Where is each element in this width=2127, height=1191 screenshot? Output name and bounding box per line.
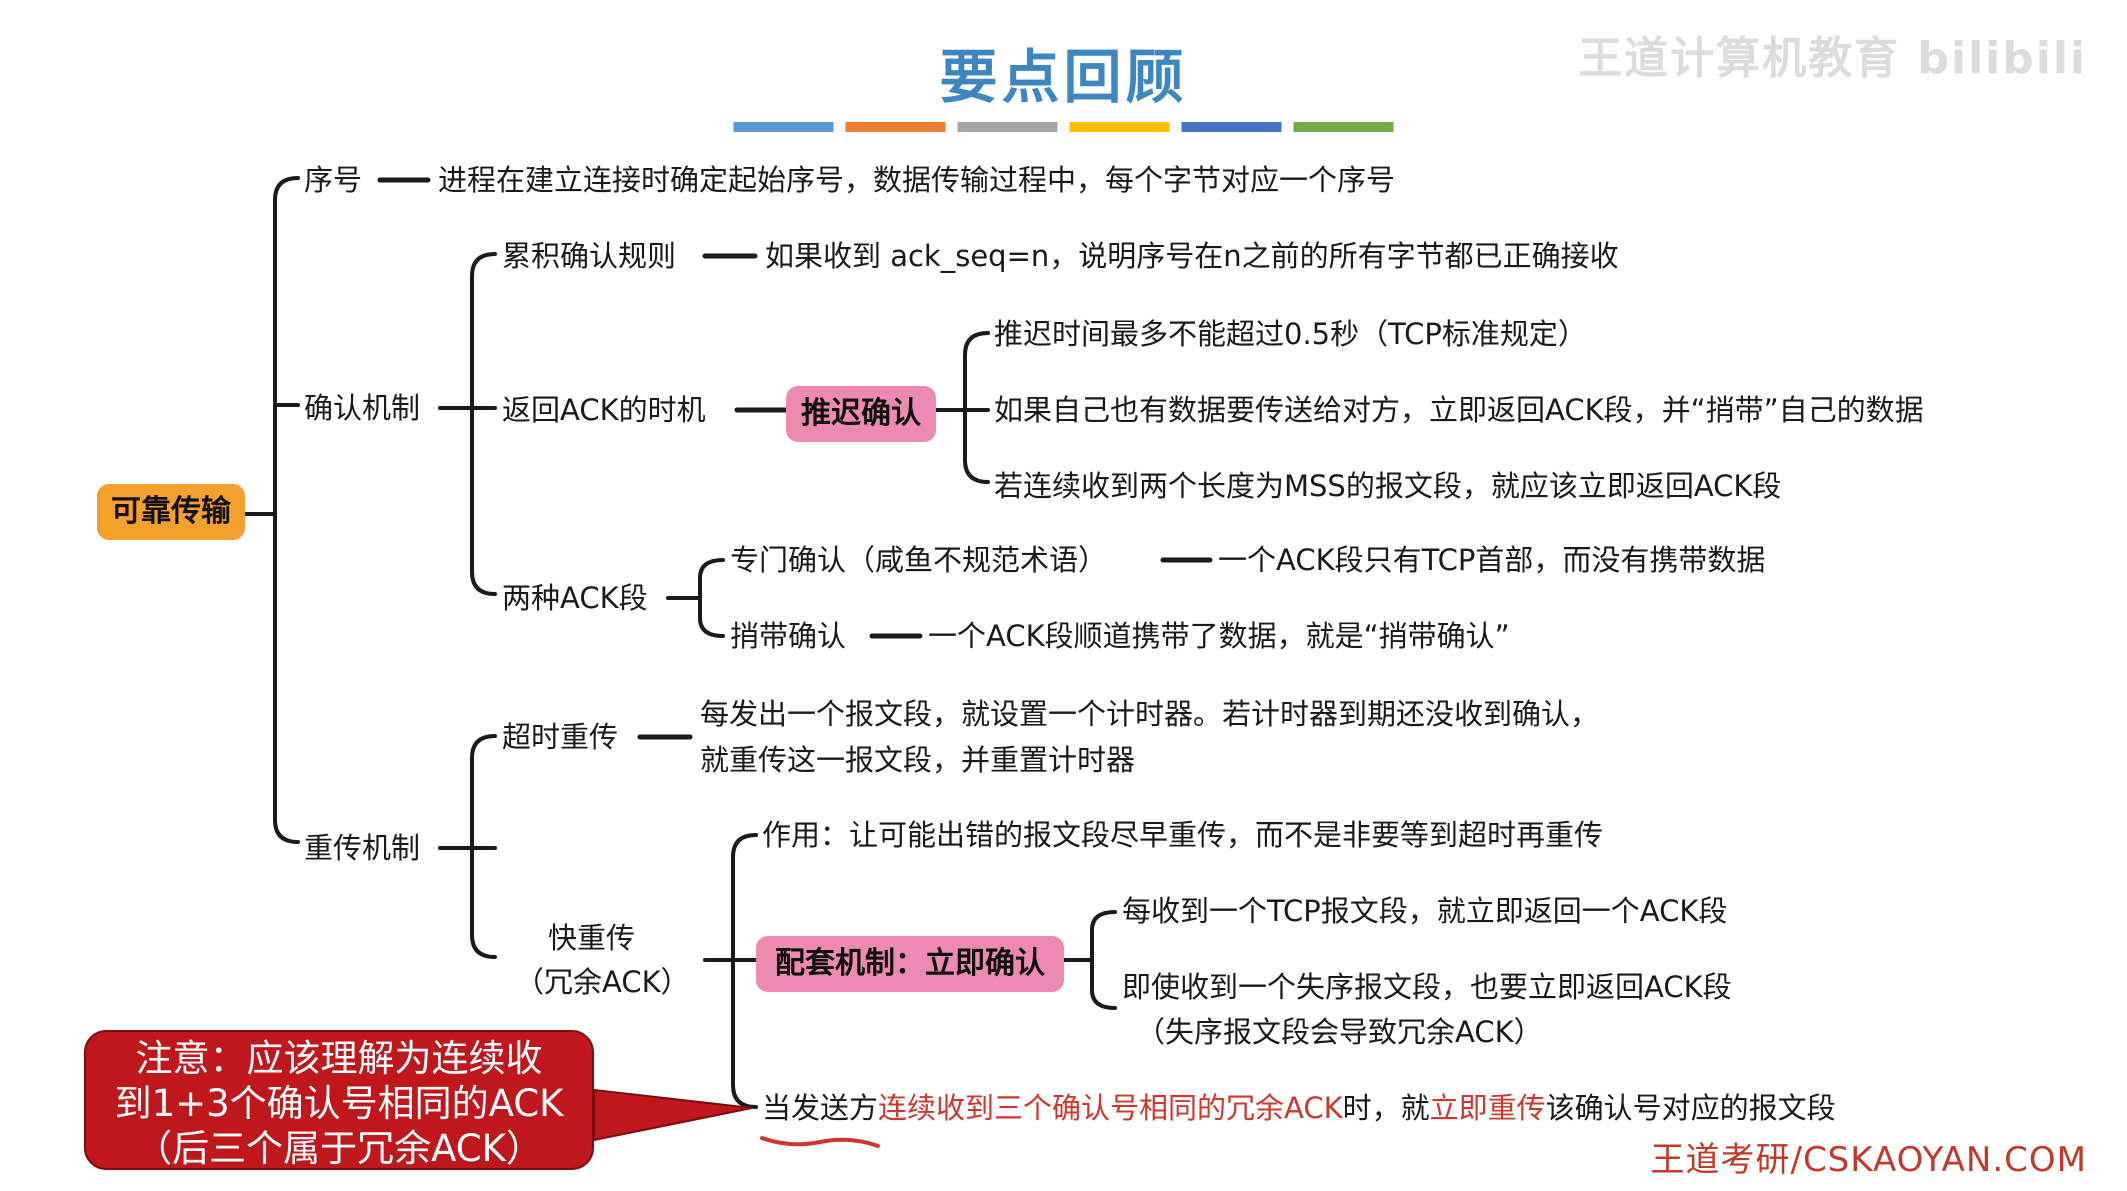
note-line-1: 注意：应该理解为连续收 <box>135 1037 543 1080</box>
page-title: 要点回顾 <box>939 43 1188 111</box>
node-fast-retrans-sub: （冗余ACK） <box>515 965 690 999</box>
node-fast-retrans: 快重传 <box>548 921 636 955</box>
node-piggyback-ack: 捎带确认 <box>730 619 847 653</box>
trigger-part-3: 时，就 <box>1342 1091 1430 1125</box>
node-fast-trigger: 当发送方连续收到三个确认号相同的冗余ACK时，就立即重传该确认号对应的报文段 <box>762 1090 1836 1126</box>
node-root: 可靠传输 <box>97 484 245 540</box>
note-callout: 注意：应该理解为连续收 到1+3个确认号相同的ACK （后三个属于冗余ACK） <box>84 1030 594 1170</box>
node-immediate-rule-2: 即使收到一个失序报文段，也要立即返回ACK段 <box>1122 970 1732 1004</box>
title-color-bars <box>733 122 1394 132</box>
trigger-part-2: 连续收到三个确认号相同的冗余ACK <box>878 1091 1343 1125</box>
title-color-bar-3 <box>957 122 1058 132</box>
node-immediate-rule-1: 每收到一个TCP报文段，就立即返回一个ACK段 <box>1122 894 1728 928</box>
node-seq: 序号 <box>304 163 363 197</box>
node-timeout-desc-2: 就重传这一报文段，并重置计时器 <box>700 743 1136 777</box>
node-ack: 确认机制 <box>304 391 421 425</box>
node-immediate-rule-2-note: （失序报文段会导致冗余ACK） <box>1136 1015 1543 1049</box>
handwritten-underline <box>760 1136 880 1148</box>
node-delay-rule-1: 推迟时间最多不能超过0.5秒（TCP标准规定） <box>994 317 1587 351</box>
trigger-part-4: 立即重传 <box>1429 1091 1546 1125</box>
note-line-2: 到1+3个确认号相同的ACK <box>114 1082 564 1125</box>
node-delay-rule-2: 如果自己也有数据要传送给对方，立即返回ACK段，并“捎带”自己的数据 <box>994 393 1924 427</box>
node-timeout-desc-1: 每发出一个报文段，就设置一个计时器。若计时器到期还没收到确认， <box>700 697 1600 731</box>
node-delayed-ack: 推迟确认 <box>786 386 936 442</box>
node-immediate-ack: 配套机制：立即确认 <box>756 936 1064 992</box>
footer-brand: 王道考研/CSKAOYAN.COM <box>1650 1140 2087 1180</box>
node-piggyback-desc: 一个ACK段顺道携带了数据，就是“捎带确认” <box>928 619 1510 653</box>
callout-pointer <box>593 1088 753 1142</box>
trigger-part-5: 该确认号对应的报文段 <box>1545 1091 1836 1125</box>
node-fast-purpose: 作用：让可能出错的报文段尽早重传，而不是非要等到超时再重传 <box>762 818 1604 852</box>
node-retrans: 重传机制 <box>304 831 421 865</box>
node-timeout: 超时重传 <box>502 720 619 754</box>
trigger-part-1: 当发送方 <box>762 1091 879 1125</box>
node-ack-types: 两种ACK段 <box>502 581 648 615</box>
title-color-bar-4 <box>1069 122 1170 132</box>
node-delay-rule-3: 若连续收到两个长度为MSS的报文段，就应该立即返回ACK段 <box>994 469 1782 503</box>
title-color-bar-2 <box>845 122 946 132</box>
title-color-bar-6 <box>1293 122 1394 132</box>
title-color-bar-5 <box>1181 122 1282 132</box>
node-timing: 返回ACK的时机 <box>502 393 706 427</box>
node-dedicated-desc: 一个ACK段只有TCP首部，而没有携带数据 <box>1218 543 1766 577</box>
node-dedicated-ack: 专门确认（咸鱼不规范术语） <box>730 543 1108 577</box>
note-line-3: （后三个属于冗余ACK） <box>135 1127 543 1170</box>
node-seq-desc: 进程在建立连接时确定起始序号，数据传输过程中，每个字节对应一个序号 <box>438 163 1396 197</box>
node-cumulative-desc: 如果收到 ack_seq=n，说明序号在n之前的所有字节都已正确接收 <box>765 239 1619 273</box>
watermark: 王道计算机教育 bilibili <box>1578 33 2087 84</box>
node-cumulative: 累积确认规则 <box>502 239 677 273</box>
title-color-bar-1 <box>733 122 834 132</box>
